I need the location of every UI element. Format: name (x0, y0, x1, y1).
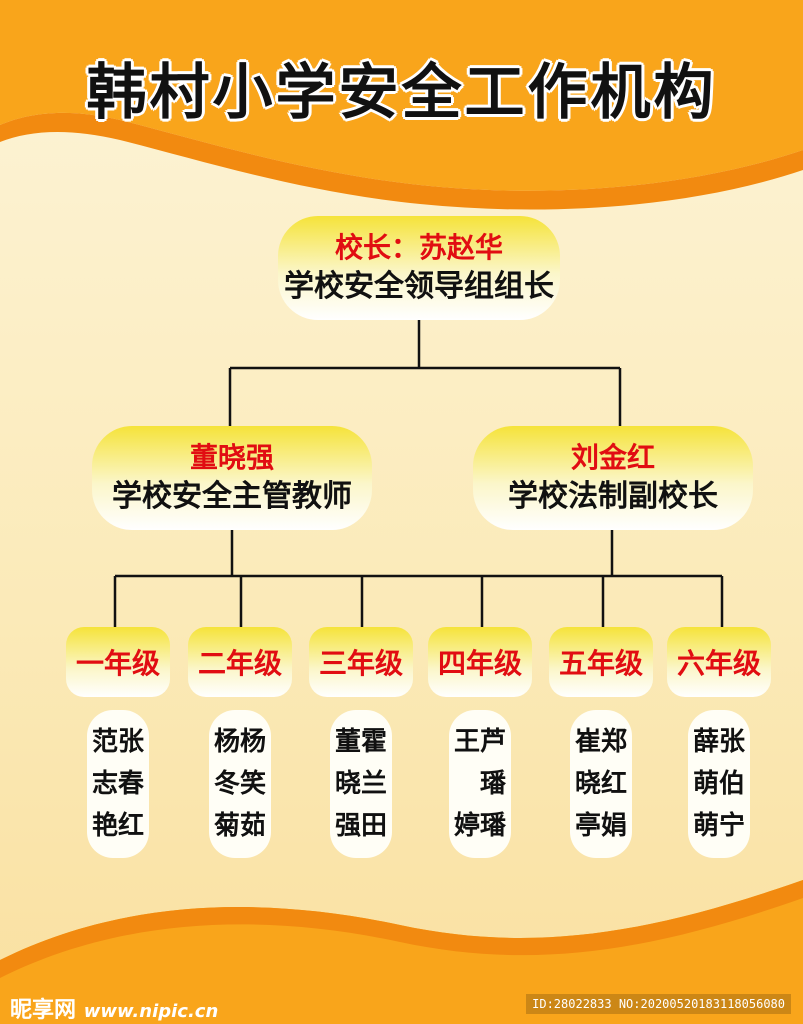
member-line: 杨杨 (213, 727, 266, 757)
principal-name: 校长：苏赵华 (334, 231, 503, 264)
member-line: 璠 (453, 769, 506, 799)
grade-node-3: 三年级 (309, 627, 413, 697)
image-id-label: ID:28022833 NO:20200520183118056080 (526, 994, 791, 1014)
grade-node-6: 六年级 (667, 627, 771, 697)
member-line: 婷璠 (453, 811, 506, 841)
manager-role: 学校安全主管教师 (112, 479, 352, 514)
member-line: 萌宁 (692, 811, 745, 841)
grade-3-members: 董霍 晓兰 强田 (330, 710, 392, 858)
member-line: 志春 (91, 769, 144, 799)
grade-2-members: 杨杨 冬笑 菊茹 (209, 710, 271, 858)
grade-4-members: 王芦 璠 婷璠 (449, 710, 511, 858)
watermark-site: www.nipic.cn (83, 1001, 219, 1022)
manager-role: 学校法制副校长 (508, 479, 718, 514)
grade-6-members: 薛张 萌伯 萌宁 (688, 710, 750, 858)
manager-node-legal: 刘金红 学校法制副校长 (473, 426, 753, 530)
member-line: 董霍 (334, 727, 387, 757)
principal-node: 校长：苏赵华 学校安全领导组组长 (278, 216, 560, 320)
member-line: 晓兰 (334, 769, 387, 799)
grade-5-members: 崔郑 晓红 亭娟 (570, 710, 632, 858)
member-line: 崔郑 (574, 727, 627, 757)
member-line: 薛张 (692, 727, 745, 757)
page-title: 韩村小学安全工作机构 (86, 58, 717, 128)
member-line: 王芦 (453, 727, 506, 757)
member-line: 晓红 (574, 769, 627, 799)
grade-node-2: 二年级 (188, 627, 292, 697)
manager-name: 董晓强 (189, 441, 274, 474)
member-line: 冬笑 (213, 769, 266, 799)
principal-role: 学校安全领导组组长 (284, 269, 554, 304)
watermark-brand: 昵享网 (10, 998, 77, 1023)
manager-name: 刘金红 (570, 441, 655, 474)
member-line: 强田 (334, 811, 387, 841)
watermark-logo: 昵享网 www.nipic.cn (10, 992, 218, 1024)
grade-node-1: 一年级 (66, 627, 170, 697)
grade-1-members: 范张 志春 艳红 (87, 710, 149, 858)
member-line: 艳红 (91, 811, 144, 841)
member-line: 亭娟 (574, 811, 627, 841)
member-line: 萌伯 (692, 769, 745, 799)
member-line: 范张 (91, 727, 144, 757)
member-line: 菊茹 (213, 811, 266, 841)
grade-node-5: 五年级 (549, 627, 653, 697)
grade-node-4: 四年级 (428, 627, 532, 697)
manager-node-safety: 董晓强 学校安全主管教师 (92, 426, 372, 530)
